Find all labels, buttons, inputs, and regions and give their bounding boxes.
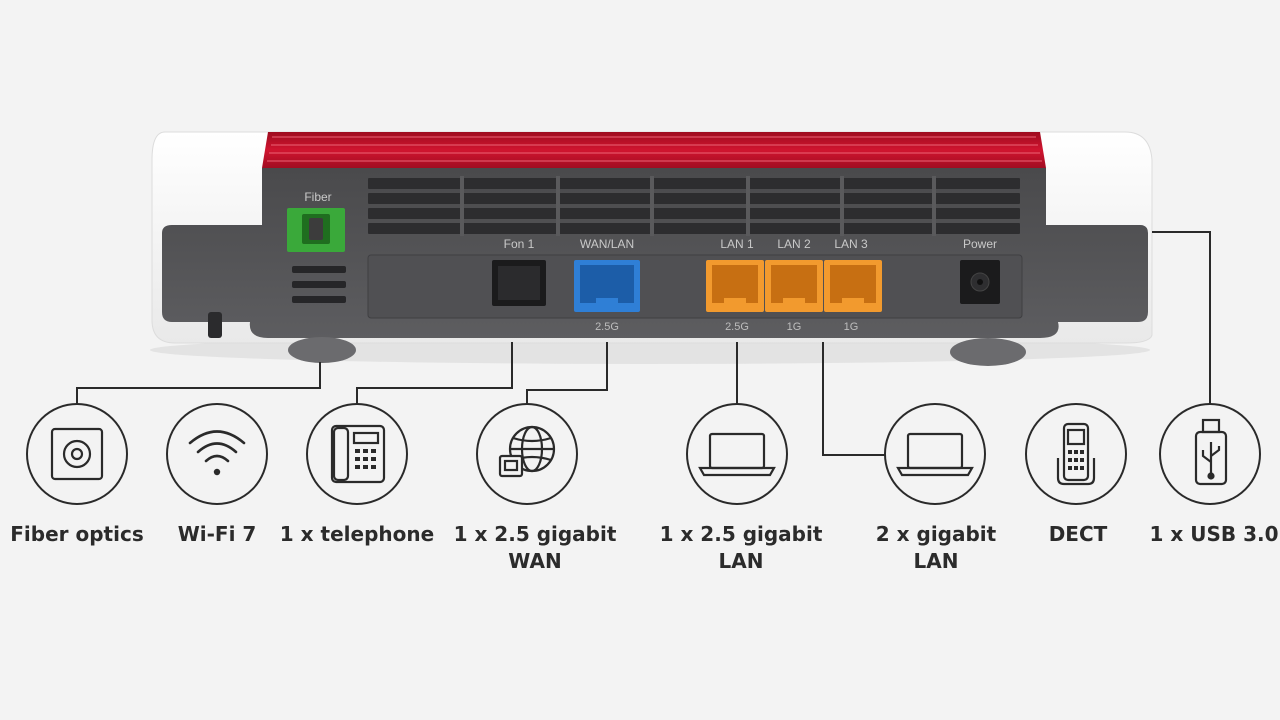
port-panel: [367, 254, 1023, 319]
telephone-icon: [330, 424, 386, 484]
side-vents: [292, 266, 346, 303]
port-label-wan-lan: WAN/LAN: [580, 237, 634, 251]
vent-dividers: [460, 176, 936, 236]
fon-port: [492, 260, 546, 306]
port-label-power: Power: [963, 237, 997, 251]
cordless-phone-icon: [1056, 422, 1096, 486]
router-vents: [368, 178, 1020, 234]
lan-port-3: [824, 260, 882, 312]
wan-port: [574, 260, 640, 312]
usb-stick-icon: [1194, 418, 1228, 486]
port-label-fiber: Fiber: [304, 190, 331, 204]
lan-port-1: [706, 260, 764, 312]
caption-wan: 1 x 2.5 gigabit WAN: [453, 522, 617, 573]
port-label-fon1: Fon 1: [504, 237, 535, 251]
port-label-lan1: LAN 1: [720, 237, 754, 251]
router-feet: [288, 337, 1026, 366]
fiber-port: [287, 208, 345, 252]
caption-usb: 1 x USB 3.0: [1149, 522, 1279, 546]
port-label-lan3: LAN 3: [834, 237, 868, 251]
feature-circles: [26, 403, 1261, 505]
speed-label-lan3: 1G: [844, 321, 859, 333]
caption-fiber-optics: Fiber optics: [10, 522, 144, 546]
line-lan1g: [822, 342, 885, 456]
line-telephone: [356, 342, 513, 404]
laptop-icon: [698, 432, 776, 477]
power-port: [960, 260, 1000, 304]
caption-lan-1g: 2 x gigabit LAN: [875, 522, 997, 573]
caption-telephone: 1 x telephone: [279, 522, 435, 546]
speed-label-lan1: 2.5G: [725, 321, 749, 333]
caption-wifi: Wi-Fi 7: [177, 522, 257, 546]
globe-icon: [498, 425, 556, 478]
speed-label-lan2: 1G: [787, 321, 802, 333]
caption-dect: DECT: [1048, 522, 1108, 546]
line-wan: [526, 342, 608, 404]
laptop-icon: [896, 432, 974, 477]
connector-lines: [76, 231, 1211, 456]
line-usb: [1152, 231, 1211, 404]
cable-stub: [208, 312, 222, 338]
fiber-socket-icon: [50, 427, 104, 481]
router-top-band: [262, 132, 1046, 168]
caption-lan-2-5g: 1 x 2.5 gigabit LAN: [659, 522, 823, 573]
router-top-ribs: [267, 136, 1042, 162]
lan-port-2: [765, 260, 823, 312]
speed-label-wan: 2.5G: [595, 321, 619, 333]
wifi-icon: [188, 430, 246, 476]
port-label-lan2: LAN 2: [777, 237, 811, 251]
line-fiber: [76, 362, 321, 404]
